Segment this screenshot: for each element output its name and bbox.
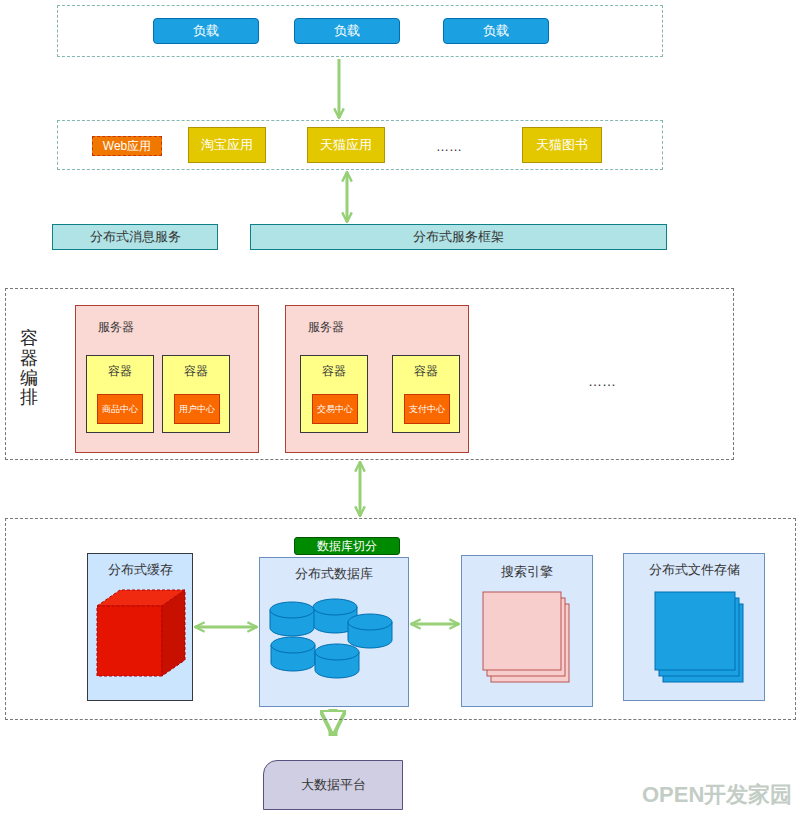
- load-box: 负载: [153, 18, 259, 44]
- link-arrow: [346, 172, 349, 222]
- box-label: 天猫应用: [320, 137, 372, 153]
- container-box: 容器用户中心: [162, 355, 230, 433]
- box-label: 负载: [483, 23, 509, 39]
- vertical-title: 容器编排: [20, 329, 38, 408]
- box-label: 淘宝应用: [201, 137, 253, 153]
- service-center: 用户中心: [174, 394, 220, 424]
- load-box: 负载: [443, 18, 549, 44]
- box-label: 交易中心: [317, 404, 353, 415]
- group-frame: 负载 负载 负载: [57, 5, 663, 57]
- ellipsis-holder: ……: [436, 137, 462, 155]
- box-label: 容器: [322, 364, 346, 378]
- load-box: 负载: [294, 18, 400, 44]
- platform-box: 大数据平台: [263, 760, 403, 810]
- box-label: 分布式文件存储: [649, 562, 740, 578]
- storage-box: 搜索引擎: [461, 555, 593, 707]
- box-label: 分布式缓存: [108, 562, 173, 578]
- watermark: OPEN开发家园: [642, 782, 792, 807]
- box-label: 负载: [193, 23, 219, 39]
- container-box: 容器商品中心: [86, 355, 154, 433]
- app-box: 淘宝应用: [188, 127, 266, 163]
- shard-tag: 数据库切分: [294, 537, 400, 555]
- box-label: 用户中心: [179, 404, 215, 415]
- box-label: 容器: [184, 364, 208, 378]
- storage-box: 分布式文件存储: [623, 553, 765, 701]
- container-box: 容器支付中心: [392, 355, 460, 433]
- box-label: 天猫图书: [536, 137, 588, 153]
- service-bar: 分布式服务框架: [250, 224, 667, 250]
- service-center: 支付中心: [404, 394, 450, 424]
- app-box: Web应用: [92, 136, 162, 156]
- box-label: 支付中心: [409, 404, 445, 415]
- container-box: 容器交易中心: [300, 355, 368, 433]
- link-arrow: [195, 626, 257, 629]
- app-box: 天猫图书: [522, 127, 602, 163]
- box-label: 分布式数据库: [295, 566, 373, 582]
- box-label: 数据库切分: [317, 539, 377, 553]
- group-frame: Web应用 淘宝应用 天猫应用 天猫图书: [57, 120, 663, 170]
- box-label: 搜索引擎: [501, 564, 553, 580]
- app-box: 天猫应用: [307, 127, 385, 163]
- service-center: 商品中心: [97, 394, 143, 424]
- orchestration-group: 容器编排服务器容器商品中心容器用户中心服务器容器交易中心容器支付中心: [5, 288, 734, 460]
- box-label: Web应用: [103, 139, 151, 153]
- link-arrow: [338, 59, 341, 118]
- link-arrow: [359, 462, 362, 516]
- storage-box: 分布式缓存: [87, 553, 193, 701]
- ellipsis: ……: [436, 139, 462, 154]
- flow-arrow: [329, 709, 338, 736]
- box-label: 服务器: [308, 320, 344, 334]
- box-label: 商品中心: [102, 404, 138, 415]
- ellipsis: ……: [588, 373, 616, 389]
- watermark-holder: OPEN开发家园: [642, 782, 792, 808]
- box-label: 分布式消息服务: [90, 229, 181, 245]
- box-label: 容器: [414, 364, 438, 378]
- group-frame: 数据库切分分布式缓存 分布式数据库 搜索引擎 分布式文件存储: [5, 518, 796, 720]
- ellipsis-holder: ……: [588, 372, 616, 390]
- server-box: 服务器容器交易中心容器支付中心: [285, 305, 469, 453]
- storage-box: 分布式数据库: [259, 557, 409, 707]
- box-label: 负载: [334, 23, 360, 39]
- box-label: 大数据平台: [301, 777, 366, 793]
- service-center: 交易中心: [312, 394, 358, 424]
- box-label: 服务器: [98, 320, 134, 334]
- box-label: 容器: [108, 364, 132, 378]
- link-arrow: [411, 623, 459, 626]
- box-label: 分布式服务框架: [413, 229, 504, 245]
- service-bar: 分布式消息服务: [52, 224, 218, 250]
- server-box: 服务器容器商品中心容器用户中心: [75, 305, 259, 453]
